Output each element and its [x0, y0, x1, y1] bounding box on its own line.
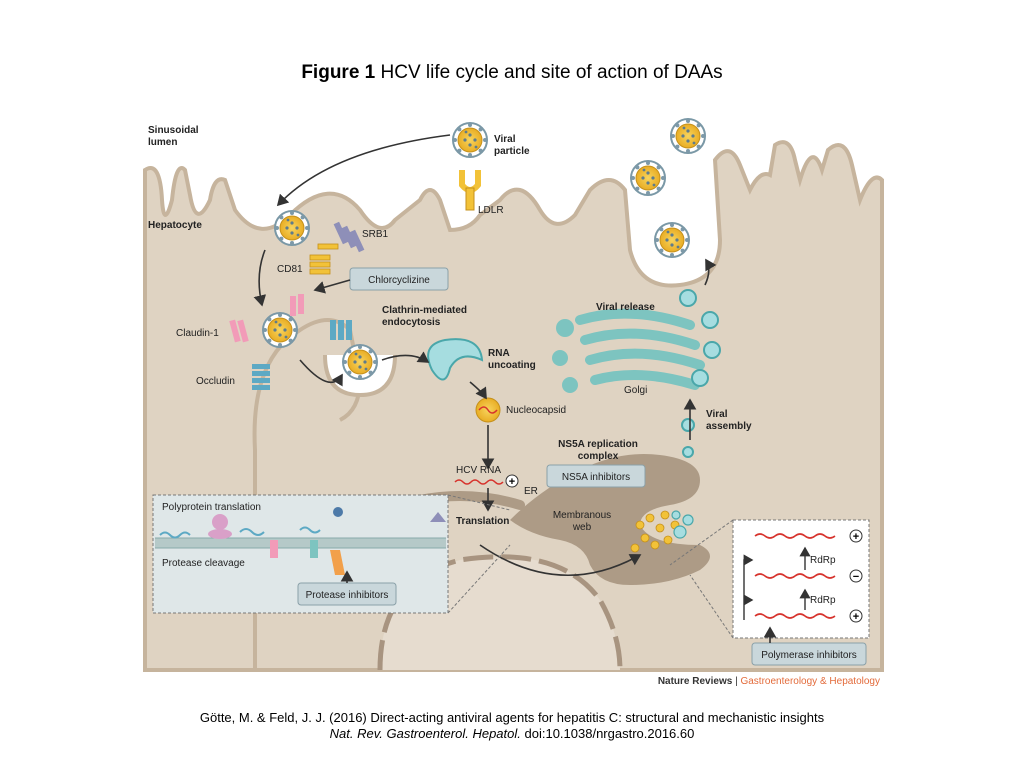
golgi-label: Golgi — [624, 385, 647, 396]
cd81-receptor-icon — [309, 243, 339, 275]
virus-tight-junction — [262, 312, 298, 348]
ns5a-inhibitors-label: NS5A inhibitors — [562, 472, 630, 483]
rdrp-label-2: RdRp — [810, 595, 836, 606]
claudin-receptor-icon — [229, 294, 304, 343]
inset-connector — [447, 494, 511, 614]
cd81-label: CD81 — [277, 264, 303, 275]
strand-polarity-icons: + − + — [849, 529, 863, 623]
inset-ribosome — [208, 514, 232, 539]
polymerase-inhibitors-label: Polymerase inhibitors — [761, 650, 857, 661]
hepatocyte-label: Hepatocyte — [148, 220, 202, 231]
viral-release-label: Viral release — [596, 302, 655, 313]
figure-label: Figure 1 — [301, 62, 376, 83]
polyprotein-translation-label: Polyprotein translation — [162, 502, 261, 513]
hcv-rna-strand — [454, 479, 504, 485]
golgi-vesicles — [552, 319, 578, 393]
chlorcyclizine-box — [349, 267, 449, 291]
rdrp-arrows — [743, 546, 811, 620]
chlorcyclizine-inhibition — [313, 279, 351, 294]
protease-cleavage-label: Protease cleavage — [162, 558, 245, 569]
citation-line-2: Nat. Rev. Gastroenterol. Hepatol. doi:10… — [0, 726, 1024, 742]
ns5a-inhibitors-box — [546, 464, 646, 488]
er-label: ER — [524, 486, 538, 497]
virus-released-2 — [670, 118, 706, 154]
polymerase-inset — [732, 519, 870, 639]
svg-text:+: + — [853, 531, 859, 543]
citation-doi: doi:10.1038/nrgastro.2016.60 — [520, 726, 695, 741]
srb1-label: SRB1 — [362, 229, 389, 240]
protease-inhibitors-label: Protease inhibitors — [306, 590, 389, 601]
svg-text:−: − — [853, 571, 859, 583]
virus-budding — [654, 222, 690, 258]
virus-incoming — [452, 122, 488, 158]
inset-membrane — [155, 538, 446, 548]
basolateral-pocket — [252, 318, 363, 670]
occludin-receptor-icon — [252, 320, 352, 390]
occludin-label: Occludin — [196, 376, 235, 387]
citation: Götte, M. & Feld, J. J. (2016) Direct-ac… — [0, 710, 1024, 742]
svg-text:+: + — [509, 476, 515, 488]
virus-bound-srb1 — [274, 210, 310, 246]
ldlr-receptor-icon — [459, 170, 481, 211]
inset-membrane-lines — [155, 537, 446, 549]
polymerase-inhibitors-box — [751, 642, 867, 666]
hcv-rna-label: HCV RNA — [456, 465, 501, 476]
secretory-vesicles — [679, 289, 721, 458]
nucleocapsid-label: Nucleocapsid — [506, 405, 566, 416]
inset-proteins — [270, 507, 446, 575]
claudin-label: Claudin-1 — [176, 328, 219, 339]
citation-line-1: Götte, M. & Feld, J. J. (2016) Direct-ac… — [199, 710, 825, 725]
ldlr-label: LDLR — [478, 205, 504, 216]
virus-endocytosed — [342, 344, 378, 380]
golgi-apparatus — [575, 308, 705, 390]
assembled-virions — [671, 510, 694, 539]
svg-text:+: + — [853, 611, 859, 623]
rdrp-strands — [754, 533, 836, 619]
citation-journal: Nat. Rev. Gastroenterol. Hepatol. — [329, 726, 521, 741]
nucleocapsid-icon — [475, 397, 501, 423]
figure-title: HCV life cycle and site of action of DAA… — [380, 62, 723, 83]
srb1-receptor-icon — [333, 221, 365, 253]
plus-strand-icon: + — [505, 474, 519, 488]
inset-polyprotein — [159, 526, 321, 539]
publisher-credit: Nature Reviews | Gastroenterology & Hepa… — [658, 676, 880, 687]
translation-label: Translation — [456, 516, 509, 527]
polymerase-inset-connector — [669, 519, 734, 639]
virus-released-1 — [630, 160, 666, 196]
slide-title: Figure 1 HCV life cycle and site of acti… — [0, 62, 1024, 84]
rdrp-label-1: RdRp — [810, 555, 836, 566]
endosome — [427, 338, 484, 381]
chlorcyclizine-label: Chlorcyclizine — [368, 275, 430, 286]
